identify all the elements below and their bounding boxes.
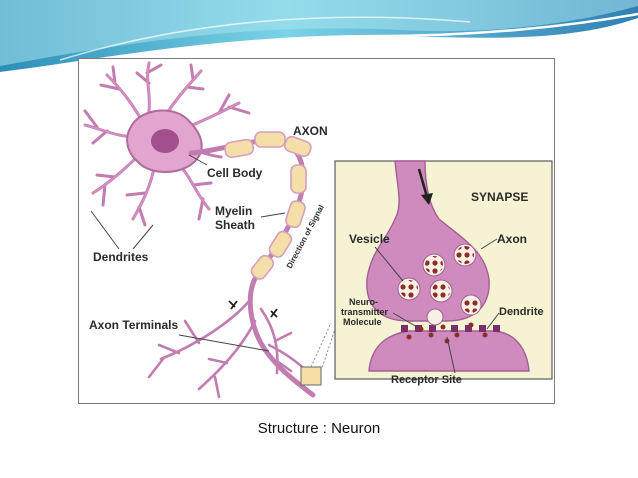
dendrite-synapse-pointer	[486, 312, 500, 330]
axon-terminal-bulb	[366, 160, 490, 322]
inset-connector	[310, 322, 336, 372]
postsynaptic-dendrite-drawing	[368, 330, 530, 372]
receptor-site-pointer	[446, 336, 456, 374]
vesicles	[397, 243, 482, 326]
dendrites-label: Dendrites	[93, 250, 149, 264]
neurotransmitter-molecules	[406, 322, 488, 344]
axon-label: AXON	[293, 124, 328, 138]
terminal-highlight-box	[300, 366, 322, 386]
neuron-figure: AXON Cell Body Myelin Sheath Direction o…	[78, 58, 555, 404]
signal-direction-arrow	[417, 168, 433, 205]
signal-arrows	[228, 300, 278, 318]
myelin-label-line1: Myelin	[215, 204, 252, 218]
vesicle-opening	[426, 308, 444, 326]
vesicle-label: Vesicle	[349, 232, 390, 246]
cell-body-drawing	[126, 109, 203, 173]
synapse-inset: SYNAPSE Vesicle Axon Neuro- transmitter …	[334, 160, 553, 386]
axon-synapse-label: Axon	[497, 232, 527, 246]
neuron-diagram: AXON Cell Body Myelin Sheath Direction o…	[83, 61, 553, 399]
myelin-sheath-drawing	[224, 131, 312, 280]
cell-body-label: Cell Body	[207, 166, 263, 180]
receptor-sites	[401, 325, 500, 332]
dendrite-synapse-label: Dendrite	[499, 306, 544, 318]
axon-terminals-label: Axon Terminals	[89, 318, 178, 332]
myelin-pointer	[260, 212, 286, 218]
axon-terminals-pointer	[178, 334, 270, 352]
dendrites-pointer-1	[90, 210, 120, 250]
neurotransmitter-pointer	[392, 312, 418, 328]
figure-caption: Structure : Neuron	[257, 420, 381, 437]
header-wave-light	[0, 0, 638, 66]
cell-body-pointer	[188, 154, 208, 166]
neurotransmitter-label-line2: transmitter	[341, 307, 389, 317]
vesicle-pointer	[374, 246, 404, 282]
axon-synapse-pointer	[480, 238, 498, 250]
dendrites-pointer-2	[132, 224, 154, 250]
header-wave-line-2	[59, 16, 471, 61]
nucleus-drawing	[151, 129, 179, 153]
myelin-label-line2: Sheath	[215, 218, 255, 232]
receptor-site-label: Receptor Site	[391, 374, 462, 386]
neurotransmitter-label-line3: Molecule	[343, 317, 382, 327]
synapse-title: SYNAPSE	[471, 190, 528, 204]
neurotransmitter-label-line1: Neuro-	[349, 297, 378, 307]
axon-terminals-drawing	[147, 297, 313, 399]
